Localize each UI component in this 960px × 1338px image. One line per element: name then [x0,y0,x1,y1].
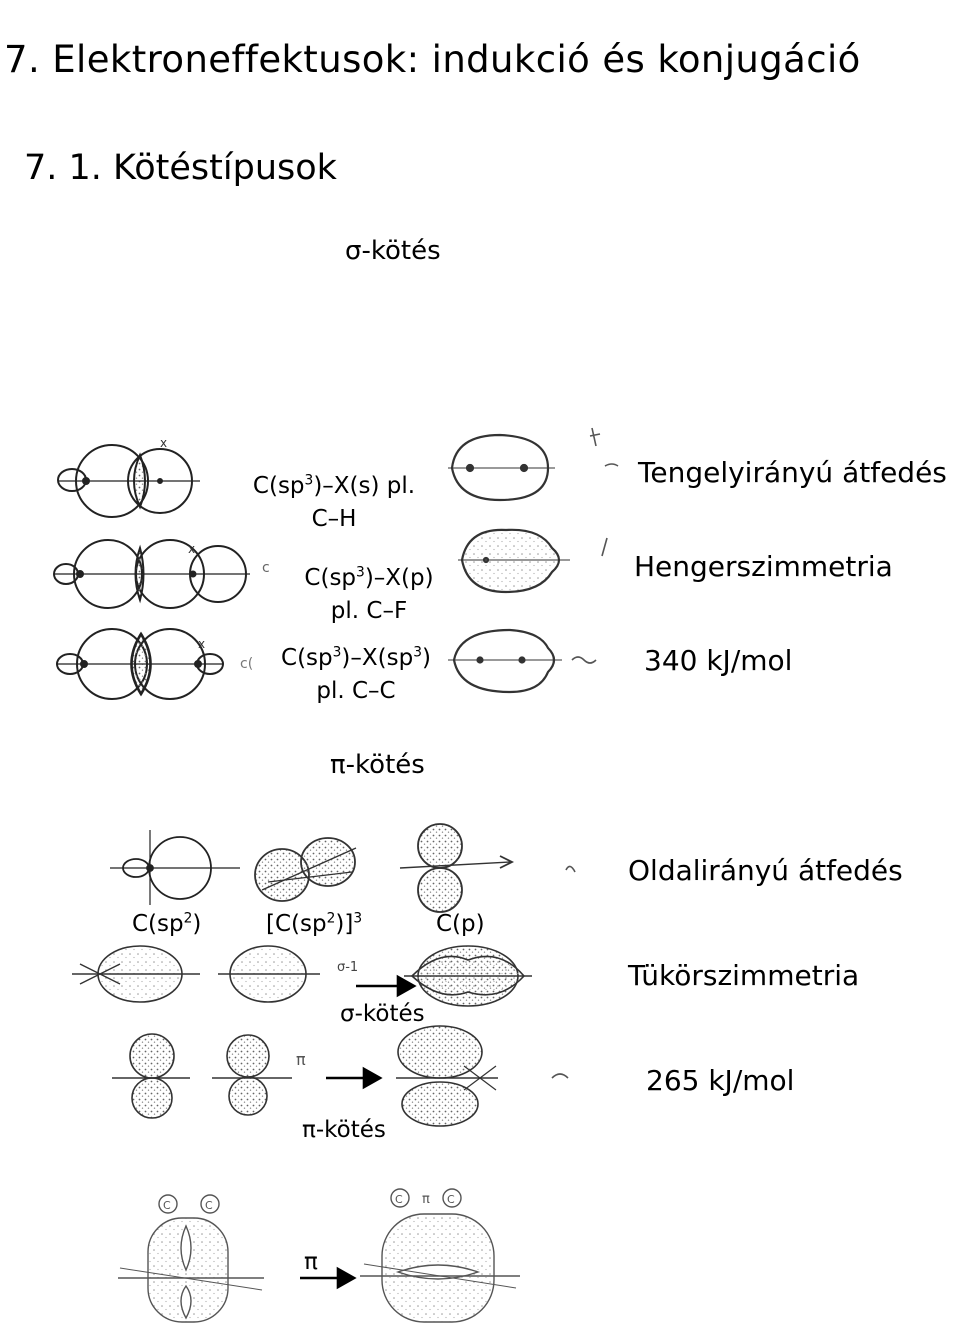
sigma-row-1-label: C(sp3)–X(s) pl. C–H [252,472,416,533]
pi-symbol-label: π [304,1249,318,1275]
sigma-overlap-sp3-sp3: x c( [56,628,253,700]
sigma-property-overlap: Tengelyirányú átfedés [638,456,947,489]
pi-property-symmetry: Tükörszimmetria [628,959,860,992]
svg-text:π: π [422,1192,430,1207]
pi-heading: π-kötés [330,750,425,780]
pi-property-overlap: Oldalirányú átfedés [628,854,903,887]
sigma-overlap-sp3-s: x [57,436,200,518]
svg-text:x: x [188,542,195,556]
sketch-marks [551,427,619,1079]
pi-small-label: π [296,1050,306,1069]
sigma-arrow-label: σ-kötés [340,1001,425,1027]
pi-arrow-label: π-kötés [302,1117,386,1143]
sigma-overlap-sp3-p: x c [53,539,270,609]
svg-text:x: x [160,436,167,450]
svg-text:C: C [447,1193,455,1206]
svg-text:x: x [198,637,205,651]
sigma-row-2-label: C(sp3)–X(p) pl. C–F [304,564,434,625]
sigma-formation-orbitals: σ-1 [72,945,532,1007]
pi-orbital-p-label: C(p) [436,911,485,937]
arrow-bottom-pi [300,1266,357,1290]
svg-text:C: C [395,1193,403,1206]
pi-formation-orbitals [112,1025,498,1127]
arrow-to-pi [326,1066,383,1090]
sigma-property-energy: 340 kJ/mol [644,644,793,677]
sigma-heading: σ-kötés [345,236,441,266]
pi-sp2-orbital [110,830,240,905]
svg-text:C: C [205,1199,213,1212]
sigma-result-orbitals [448,433,570,694]
svg-text:c: c [262,560,270,576]
pi-hybrid-orbital [254,837,357,902]
svg-text:C: C [163,1199,171,1212]
page-subtitle: 7. 1. Kötéstípusok [24,148,337,188]
arrow-to-sigma [356,974,417,998]
pi-orbital-sp2-label: C(sp2) [132,910,202,937]
pi-property-energy: 265 kJ/mol [646,1064,795,1097]
sigma-property-symmetry: Hengerszimmetria [634,550,893,583]
pi-p-orbital [399,823,515,913]
page-title: 7. Elektroneffektusok: indukció és konju… [4,38,861,81]
svg-text:σ-1: σ-1 [337,960,358,975]
svg-text:c(: c( [240,656,253,672]
pi-bottom-orbitals: C C C π C [118,1188,520,1323]
sigma-row-3-label: C(sp3)–X(sp3) pl. C–C [281,644,431,705]
pi-orbital-hybrid-label: [C(sp2)]3 [266,910,363,937]
